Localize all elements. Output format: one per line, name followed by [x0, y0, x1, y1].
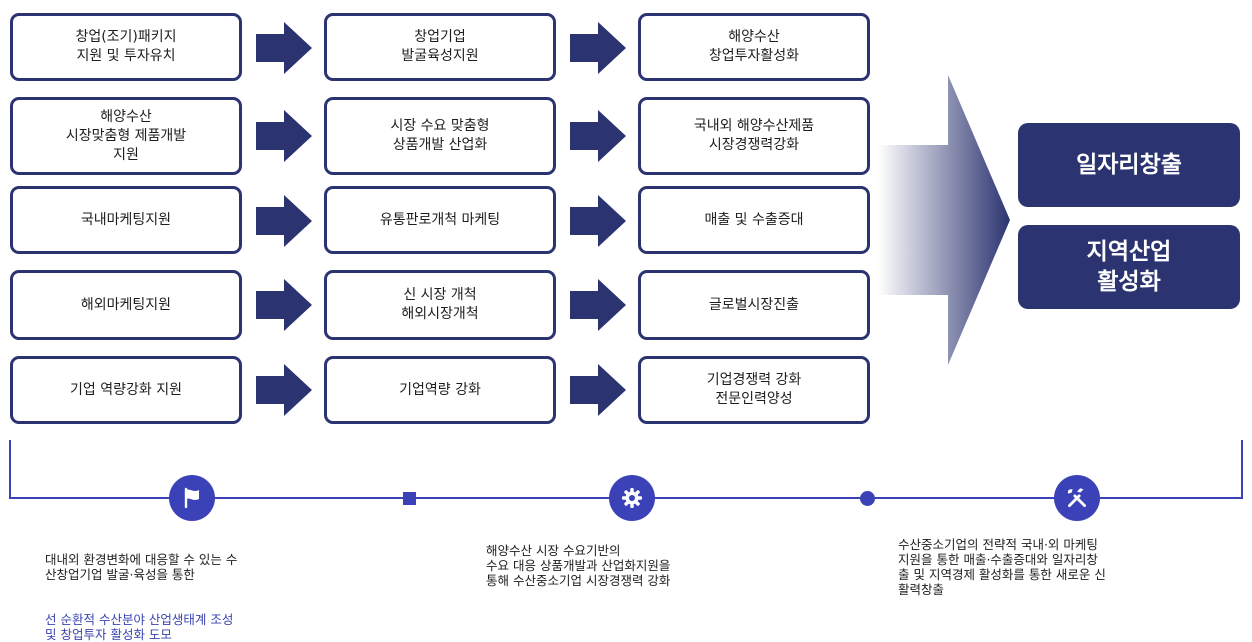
row2-right-box: 국내외 해양수산제품 시장경쟁력강화 [638, 97, 870, 175]
arrow-right-icon [570, 279, 626, 331]
row5-mid-box: 기업역량 강화 [324, 356, 556, 424]
timeline-node-3 [1054, 475, 1100, 521]
arrow-right-icon [570, 195, 626, 247]
result-job-creation: 일자리창출 [1018, 123, 1240, 207]
row3-left-box: 국내마케팅지원 [10, 186, 242, 254]
arrow-right-icon [570, 110, 626, 162]
timeline-desc-2: 해양수산 시장 수요기반의 수요 대응 상품개발과 산업화지원을 통해 수산중소… [486, 543, 671, 588]
timeline-desc-3: 수산중소기업의 전략적 국내·외 마케팅 지원을 통한 매출·수출증대와 일자리… [898, 537, 1106, 597]
timeline-node-1 [169, 475, 215, 521]
row2-mid-box: 시장 수요 맞춤형 상품개발 산업화 [324, 97, 556, 175]
arrow-right-icon [256, 110, 312, 162]
arrow-right-icon [256, 22, 312, 74]
row3-right-box: 매출 및 수출증대 [638, 186, 870, 254]
row4-left-box: 해외마케팅지원 [10, 270, 242, 340]
row1-right-box: 해양수산 창업투자활성화 [638, 13, 870, 81]
timeline-square-marker [403, 492, 416, 505]
gear-icon [622, 488, 642, 508]
timeline-node-2 [609, 475, 655, 521]
row1-mid-box: 창업기업 발굴육성지원 [324, 13, 556, 81]
arrow-right-icon [256, 195, 312, 247]
row5-left-box: 기업 역량강화 지원 [10, 356, 242, 424]
timeline-desc-1-highlight: 선 순환적 수산분야 산업생태계 조성 및 창업투자 활성화 도모 [45, 612, 234, 642]
timeline-desc-1: 대내외 환경변화에 대응할 수 있는 수 산창업기업 발굴·육성을 통한 선 순… [45, 537, 385, 642]
timeline-circle-marker [860, 491, 875, 506]
arrow-right-icon [570, 22, 626, 74]
row5-right-box: 기업경쟁력 강화 전문인력양성 [638, 356, 870, 424]
row3-mid-box: 유통판로개척 마케팅 [324, 186, 556, 254]
arrow-right-icon [256, 279, 312, 331]
row1-left-box: 창업(조기)패키지 지원 및 투자유치 [10, 13, 242, 81]
arrow-right-icon [256, 364, 312, 416]
row2-left-box: 해양수산 시장맞춤형 제품개발 지원 [10, 97, 242, 175]
result-regional-industry: 지역산업 활성화 [1018, 225, 1240, 309]
tools-icon [1067, 488, 1086, 507]
flag-icon [184, 487, 199, 509]
row4-mid-box: 신 시장 개척 해외시장개척 [324, 270, 556, 340]
arrow-right-icon [570, 364, 626, 416]
row4-right-box: 글로벌시장진출 [638, 270, 870, 340]
timeline-desc-1-text: 대내외 환경변화에 대응할 수 있는 수 산창업기업 발굴·육성을 통한 [45, 552, 238, 582]
big-chevron-arrow-icon [878, 75, 1010, 365]
